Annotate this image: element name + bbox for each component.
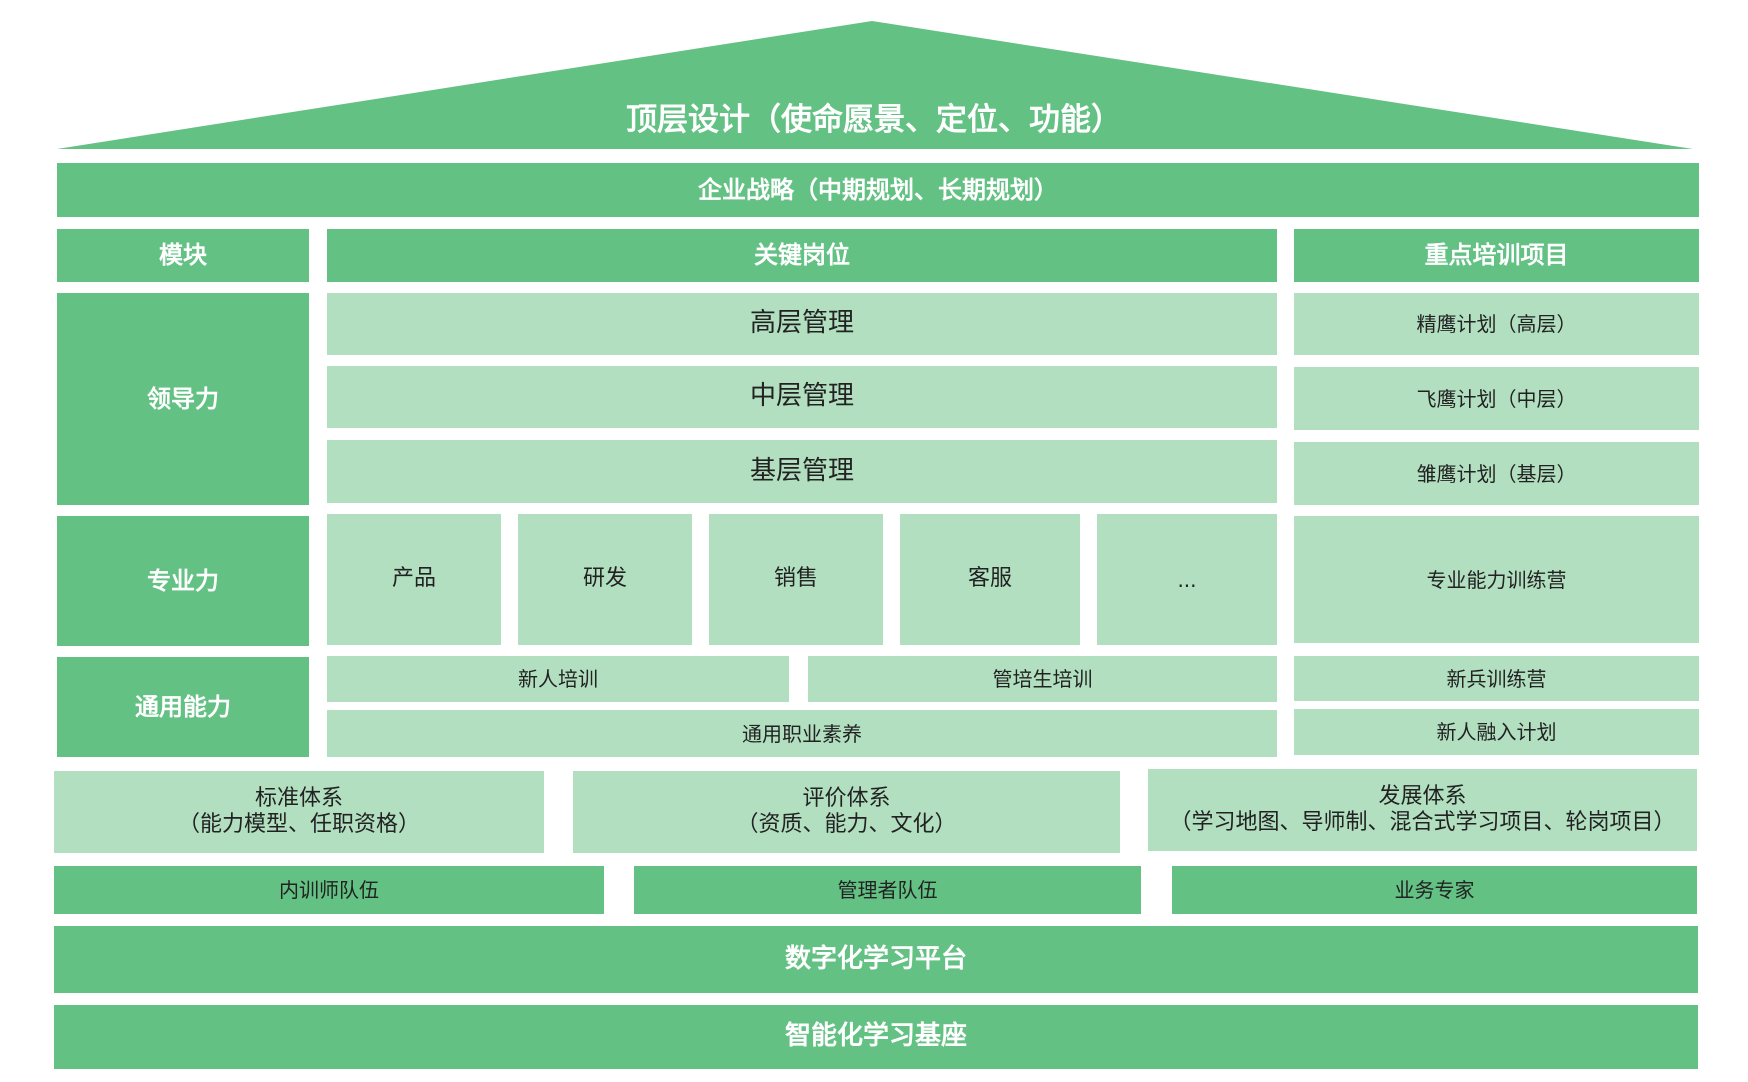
system-development: 发展体系 （学习地图、导师制、混合式学习项目、轮岗项目） [1148, 769, 1697, 851]
module-professional: 专业力 [57, 516, 309, 646]
system-standard-detail: （能力模型、任职资格） [177, 812, 420, 837]
system-standard-title: 标准体系 [254, 785, 343, 811]
program-professional-camp: 专业能力训练营 [1294, 516, 1699, 643]
header-key-programs: 重点培训项目 [1294, 229, 1699, 282]
team-internal-trainers: 内训师队伍 [54, 866, 604, 914]
team-business-experts: 业务专家 [1172, 866, 1697, 914]
system-evaluation: 评价体系 （资质、能力、文化） [573, 771, 1120, 853]
module-general: 通用能力 [57, 657, 309, 757]
position-senior-management: 高层管理 [327, 293, 1277, 355]
trainee-training: 管培生培训 [808, 656, 1277, 702]
module-leadership: 领导力 [57, 293, 309, 505]
newcomer-training: 新人培训 [327, 656, 789, 702]
header-module: 模块 [57, 229, 309, 282]
position-product: 产品 [327, 514, 501, 645]
system-evaluation-detail: （资质、能力、文化） [736, 812, 957, 837]
system-development-detail: （学习地图、导师制、混合式学习项目、轮岗项目） [1169, 810, 1676, 835]
intelligent-learning-foundation: 智能化学习基座 [54, 1005, 1698, 1069]
position-rnd: 研发 [518, 514, 692, 645]
program-flying-eagle: 飞鹰计划（中层） [1294, 367, 1699, 430]
digital-learning-platform: 数字化学习平台 [54, 926, 1698, 993]
program-elite-eagle: 精鹰计划（高层） [1294, 293, 1699, 355]
header-key-positions: 关键岗位 [327, 229, 1277, 282]
position-basic-management: 基层管理 [327, 440, 1277, 503]
system-standard: 标准体系 （能力模型、任职资格） [54, 771, 544, 853]
position-more: ... [1097, 514, 1277, 645]
roof-triangle [57, 21, 1693, 149]
professional-literacy: 通用职业素养 [327, 710, 1277, 757]
team-managers: 管理者队伍 [634, 866, 1141, 914]
position-middle-management: 中层管理 [327, 366, 1277, 428]
position-customer-service: 客服 [900, 514, 1080, 645]
roof-title: 顶层设计（使命愿景、定位、功能） [626, 101, 1122, 138]
program-newcomer-integration: 新人融入计划 [1294, 709, 1699, 755]
strategy-bar: 企业战略（中期规划、长期规划） [57, 163, 1699, 217]
system-evaluation-title: 评价体系 [802, 785, 891, 811]
system-development-title: 发展体系 [1378, 783, 1467, 809]
program-young-eagle: 雏鹰计划（基层） [1294, 442, 1699, 505]
position-sales: 销售 [709, 514, 883, 645]
program-recruit-camp: 新兵训练营 [1294, 656, 1699, 701]
